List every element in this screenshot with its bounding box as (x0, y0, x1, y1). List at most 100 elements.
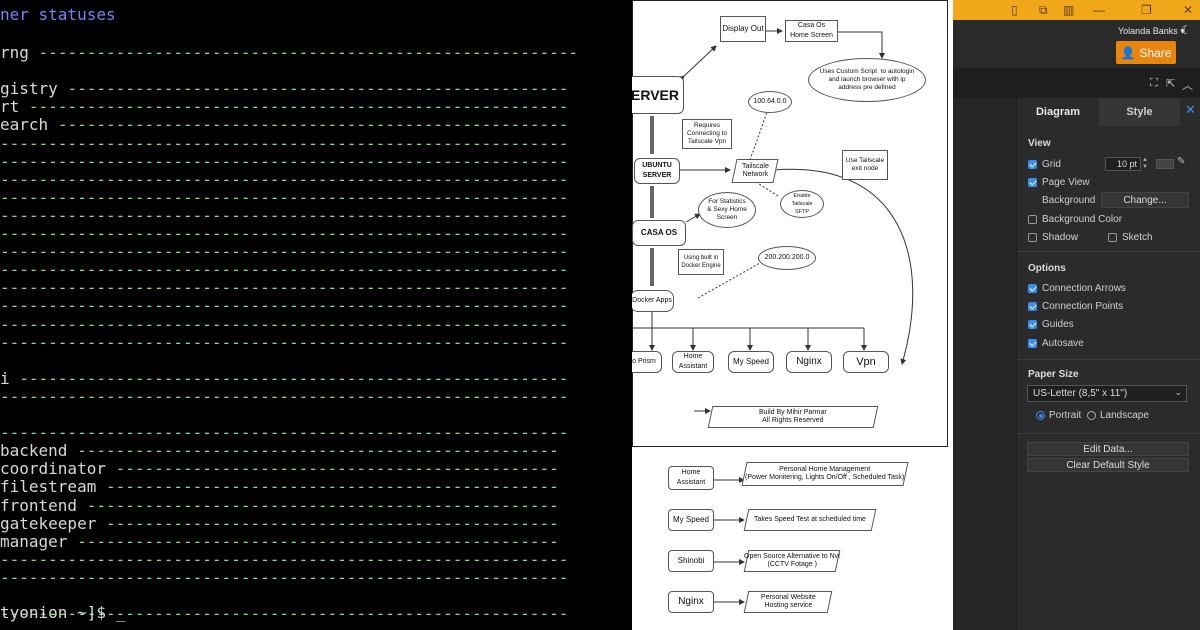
status-dashes: ----------------------------------------… (77, 441, 559, 461)
grid-size-stepper[interactable]: ▲▼ (1142, 157, 1148, 170)
service-name: manager (0, 531, 68, 551)
tool-row: ⛶ ⇱ ︿ (953, 72, 1200, 98)
legend-desc-my-speed[interactable]: Takes Speed Test at scheduled time (743, 509, 877, 531)
ip-cloud-1[interactable]: 100.64.0.0 (748, 91, 792, 113)
checkbox-box (1028, 284, 1037, 293)
legend-desc-nginx[interactable]: Personal Website Hosting service (743, 591, 833, 613)
legend-desc-home-assistant[interactable]: Personal Home Management (Power Moniteri… (741, 462, 909, 486)
terminal-window[interactable]: ner statuses rng -----------------------… (0, 0, 632, 630)
format-panel: Diagram Style ✕ View Grid 10 pt ▲▼ ✎ Pag… (1017, 98, 1200, 630)
requires-vpn-callout[interactable]: Requires Connecting to Tailscale Vpn (682, 119, 732, 149)
docker-engine-callout[interactable]: Using built in Docker Engine (678, 249, 724, 275)
app-my-speed-node[interactable]: My Speed (728, 351, 774, 373)
pencil-icon[interactable]: ✎ (1177, 156, 1186, 167)
service-name: rng (0, 43, 29, 62)
autologin-cloud[interactable]: Uses Custom Script to autologin and laun… (808, 58, 926, 102)
terminal-status-row: rt -------------------------------------… (0, 98, 568, 116)
build-by-node[interactable]: Build By Mihir Parmar All Rights Reserve… (707, 406, 879, 428)
user-menu[interactable]: Yolanda Banks ▾ (1118, 26, 1185, 37)
paper-size-select[interactable]: US-Letter (8,5" x 11")⌄ (1027, 385, 1187, 402)
ip-cloud-2[interactable]: 200.200.200.0 (758, 246, 816, 270)
change-background-button[interactable]: Change... (1101, 192, 1189, 208)
checkbox-box (1028, 302, 1037, 311)
terminal-status-row: ----------------------------------------… (0, 297, 568, 315)
page-view-checkbox[interactable]: Page View (1028, 177, 1090, 188)
minimize-icon[interactable]: — (1093, 3, 1105, 17)
sftp-cloud[interactable]: Enable Tailscale SFTP (780, 190, 824, 218)
close-window-icon[interactable]: ✕ (1183, 3, 1194, 17)
terminal-status-row: ----------------------------------------… (0, 261, 568, 279)
close-icon[interactable]: ✕ (1185, 102, 1196, 117)
ubuntu-server-node[interactable]: UBUNTU SERVER (634, 158, 680, 184)
terminal-status-row: frontend -------------------------------… (0, 495, 559, 515)
sketch-checkbox[interactable]: Sketch (1108, 232, 1153, 243)
tailscale-network-label: Tailscale Network (741, 163, 769, 178)
view-section-title: View (1028, 138, 1051, 149)
clear-default-style-button[interactable]: Clear Default Style (1027, 458, 1189, 472)
restore-icon[interactable]: ❐ (1141, 3, 1152, 17)
status-dashes: ----------------------------------------… (0, 151, 569, 171)
status-dashes: ----------------------------------------… (0, 386, 569, 406)
share-button[interactable]: 👤 Share (1116, 41, 1176, 64)
portrait-label: Portrait (1049, 410, 1082, 421)
grid-size-input[interactable]: 10 pt (1105, 157, 1141, 171)
divider (1017, 251, 1200, 252)
terminal-status-row: ----------------------------------------… (0, 567, 569, 587)
share-label: Share (1139, 45, 1172, 60)
collapse-panel-icon[interactable]: ⇱ (1166, 78, 1176, 90)
status-dashes: ----------------------------------------… (0, 549, 569, 569)
legend-name-my-speed[interactable]: My Speed (668, 509, 714, 531)
moon-icon[interactable]: ☾ (1181, 23, 1192, 37)
fullscreen-icon[interactable]: ⛶ (1150, 77, 1158, 89)
connection-arrows-checkbox[interactable]: Connection Arrows (1028, 283, 1126, 294)
terminal-prompt[interactable]: tyonion ~]$ _ (0, 603, 126, 622)
shadow-checkbox[interactable]: Shadow (1028, 232, 1078, 243)
status-dashes: ----------------------------------------… (0, 296, 569, 316)
background-color-checkbox[interactable]: Background Color (1028, 214, 1122, 225)
autosave-label: Autosave (1042, 338, 1084, 349)
extension-icon[interactable]: ⧉ (1039, 3, 1048, 17)
casa-os-node[interactable]: CASA OS (632, 220, 686, 246)
grid-color-swatch[interactable] (1156, 159, 1174, 169)
exit-node-callout[interactable]: Use Tailscale exit node (842, 150, 888, 180)
app-nginx-node[interactable]: Nginx (786, 351, 832, 373)
grid-label: Grid (1042, 159, 1061, 170)
diagram-canvas[interactable]: ERVER Display Out Casa Os Home Screen Us… (632, 0, 953, 630)
status-dashes: ----------------------------------------… (86, 495, 559, 515)
tab-diagram[interactable]: Diagram (1017, 98, 1099, 126)
status-dashes: ----------------------------------------… (19, 368, 569, 388)
casa-home-screen-node[interactable]: Casa Os Home Screen (785, 20, 838, 42)
docker-apps-node[interactable]: Docker Apps (632, 290, 674, 312)
display-out-node[interactable]: Display Out (720, 16, 766, 42)
edit-data-button[interactable]: Edit Data... (1027, 442, 1189, 456)
checkbox-box (1028, 233, 1037, 242)
tab-style[interactable]: Style (1099, 98, 1180, 126)
bookmark-icon[interactable]: ▯ (1011, 3, 1018, 17)
guides-checkbox[interactable]: Guides (1028, 319, 1074, 330)
landscape-radio[interactable]: Landscape (1087, 410, 1149, 421)
stats-cloud[interactable]: For Statistics & Sexy Home Screen (698, 192, 756, 228)
grid-checkbox[interactable]: Grid (1028, 159, 1061, 170)
legend-name-home-assistant[interactable]: Home Assistant (668, 466, 714, 490)
sidebar-icon[interactable]: ▥ (1063, 3, 1075, 17)
legend-name-shinobi[interactable]: Shinobi (668, 550, 714, 572)
tailscale-network-node[interactable]: Tailscale Network (731, 159, 779, 183)
server-node[interactable]: ERVER (632, 76, 684, 114)
status-dashes: ----------------------------------------… (0, 169, 569, 189)
status-dashes: ----------------------------------------… (0, 423, 569, 443)
terminal-status-row: ----------------------------------------… (0, 169, 569, 189)
app-prism-node[interactable]: o Prism (632, 351, 662, 373)
legend-desc-shinobi[interactable]: Open Source Alternative to Nvr (CCTV Fot… (743, 550, 841, 572)
portrait-radio[interactable]: Portrait (1036, 410, 1081, 421)
status-dashes: ----------------------------------------… (0, 567, 569, 587)
legend-name-nginx[interactable]: Nginx (668, 591, 714, 613)
user-icon: 👤 (1120, 45, 1136, 60)
autosave-checkbox[interactable]: Autosave (1028, 338, 1084, 349)
app-vpn-node[interactable]: Vpn (843, 351, 889, 373)
chevron-up-icon[interactable]: ︿ (1182, 80, 1193, 92)
app-home-assistant-node[interactable]: Home Assistant (672, 351, 714, 373)
status-dashes: ----------------------------------------… (0, 187, 569, 207)
paper-size-section-title: Paper Size (1028, 369, 1079, 380)
server-display-link (678, 45, 717, 82)
connection-points-checkbox[interactable]: Connection Points (1028, 301, 1123, 312)
